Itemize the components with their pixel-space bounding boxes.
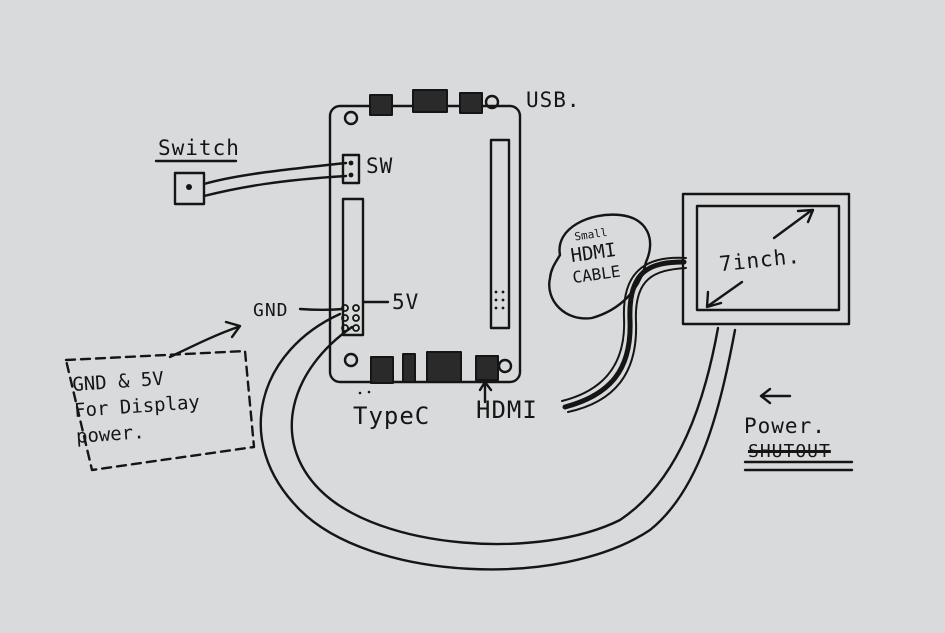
gnd-pointer [298,307,345,311]
mounting-hole-top-right [484,94,500,110]
hdmi-arrow [478,380,493,404]
display-power-note: GND & 5V For Display power. [71,360,248,450]
sw-header [341,153,361,185]
gpio-header-pins [494,290,505,310]
hdmi-cable [562,259,687,410]
gpio-header-left [341,197,365,337]
mounting-hole-bottom-left [343,352,359,368]
display-outer [681,192,851,326]
note-arrow [168,320,242,359]
gnd-label: GND [253,300,289,321]
hdmi-cable-note: Small HDMI CABLE [549,223,638,292]
cable-note-cloud [548,213,652,320]
mounting-hole-top-left [343,110,359,126]
power-wire-loop [259,312,737,571]
hdmi-label: HDMI [476,396,538,424]
diag-arrow-bottom [705,280,744,309]
display-inner [695,204,841,312]
typec-label: TypeC [353,402,431,430]
usb-label: USB. [526,88,581,112]
gpio-header-right [489,138,511,330]
note-box [64,349,256,472]
bottom-connectors [370,351,499,384]
switch-wire [202,161,348,198]
sw-label: SW [366,154,394,178]
five-v-label: 5V [392,290,420,314]
struck-word: SHUTOUT [748,441,831,462]
power-arrow [759,387,792,405]
mounting-hole-bottom-right [497,358,513,374]
usb-connectors [369,89,483,116]
diag-arrow-top [772,208,815,240]
power-label: Power. [744,414,826,438]
switch-box [173,171,206,206]
switch-label: Switch [158,136,240,160]
